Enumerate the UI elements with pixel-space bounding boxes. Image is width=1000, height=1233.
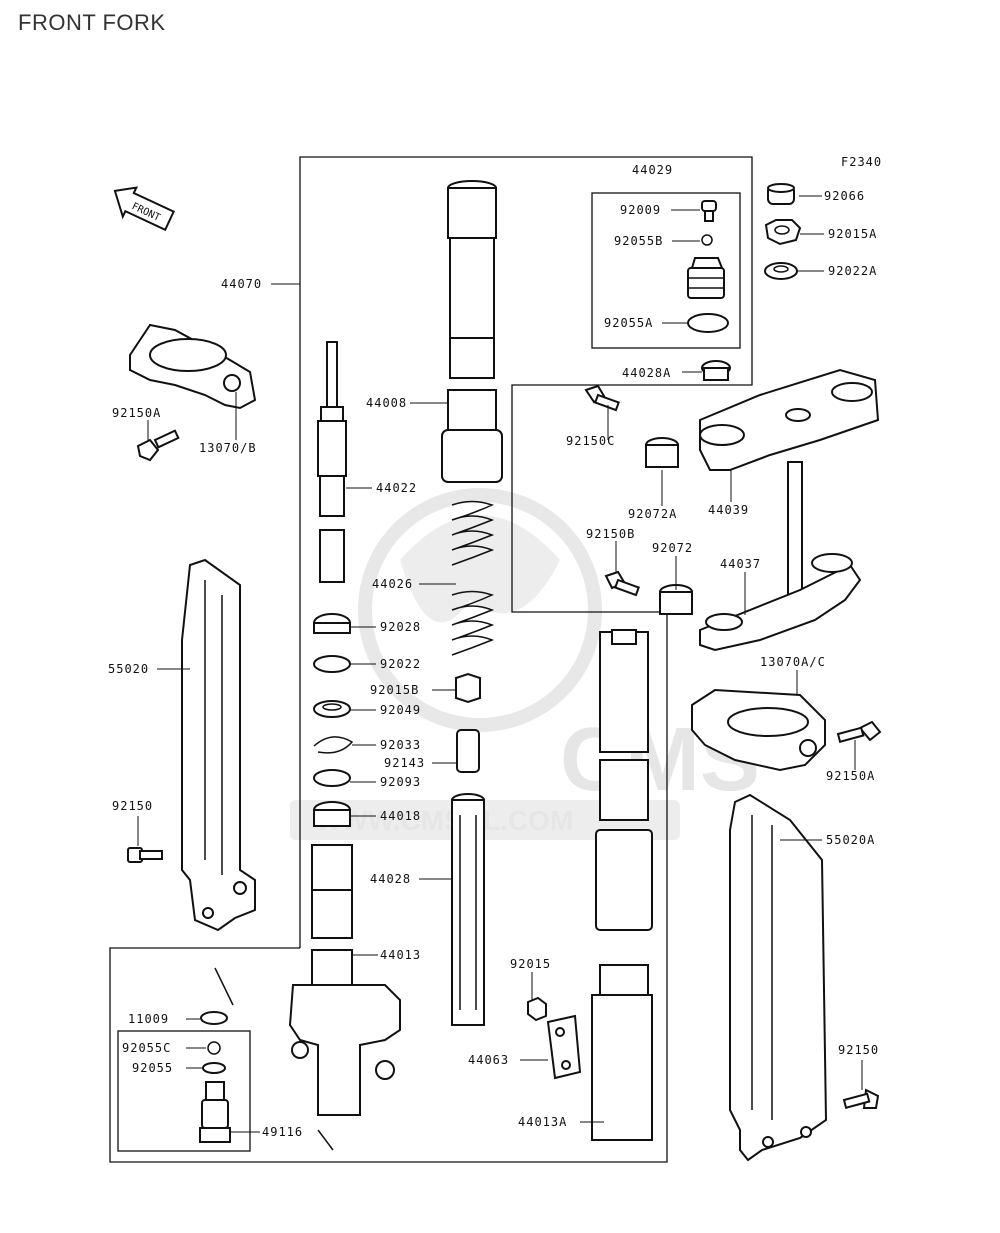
label-44026: 44026 (372, 577, 413, 591)
label-92022A: 92022A (828, 264, 877, 278)
bolt-92150-left (127, 847, 163, 863)
guard-55020 (181, 558, 256, 932)
label-44039: 44039 (708, 503, 749, 517)
label-92055: 92055 (132, 1061, 173, 1075)
nut-92015 (527, 996, 547, 1022)
bolt-92009 (701, 200, 717, 222)
label-44013A: 44013A (518, 1115, 567, 1129)
label-92022: 92022 (380, 657, 421, 671)
oring-92055C (207, 1041, 221, 1055)
label-44063: 44063 (468, 1053, 509, 1067)
oring-92055 (202, 1062, 226, 1074)
assembly-frames (109, 156, 753, 1163)
washer-11009 (200, 967, 234, 1025)
bolt-92150-right (842, 1088, 880, 1109)
label-44028A: 44028A (622, 366, 671, 380)
watermark-site: WWW.CMSNL.COM (315, 805, 573, 836)
label-44008: 44008 (366, 396, 407, 410)
label-44028: 44028 (370, 872, 411, 886)
label-92033: 92033 (380, 738, 421, 752)
nut-92015A (764, 219, 802, 246)
seal-92049 (313, 700, 351, 718)
bolt-92150A-right (836, 720, 882, 743)
collar-92143 (456, 729, 480, 773)
label-92150-left: 92150 (112, 799, 153, 813)
leader-lines (137, 195, 863, 1133)
label-92150A-left: 92150A (112, 406, 161, 420)
label-92072: 92072 (652, 541, 693, 555)
outer-tube-44013A (591, 629, 653, 1141)
label-44037: 44037 (720, 557, 761, 571)
label-92055A: 92055A (604, 316, 653, 330)
label-92015: 92015 (510, 957, 551, 971)
label-92028: 92028 (380, 620, 421, 634)
label-49116: 49116 (262, 1125, 303, 1139)
label-55020: 55020 (108, 662, 149, 676)
label-44029: 44029 (632, 163, 673, 177)
clamp-44063 (546, 1014, 582, 1080)
guard-55020A (729, 793, 828, 1162)
collar-92072A (645, 437, 679, 468)
outer-tube-44013 (288, 844, 401, 1116)
bushing-44018 (313, 801, 351, 827)
bolt-92150C (584, 384, 620, 412)
seal-44028A (701, 360, 731, 381)
label-92049: 92049 (380, 703, 421, 717)
label-92143: 92143 (384, 756, 425, 770)
rod-44022 (317, 341, 347, 583)
valve-49116 (199, 1081, 231, 1143)
label-92009: 92009 (620, 203, 661, 217)
figure-code: F2340 (841, 155, 882, 169)
label-13070B: 13070/B (199, 441, 257, 455)
lower-clamp-44037 (699, 461, 862, 652)
clamp-13070AC (691, 688, 826, 772)
upper-clamp-44039 (699, 368, 880, 471)
label-44013: 44013 (380, 948, 421, 962)
label-92066: 92066 (824, 189, 865, 203)
bolt-92150A-left (136, 429, 180, 462)
label-44070: 44070 (221, 277, 262, 291)
label-92015B: 92015B (370, 683, 419, 697)
label-44018: 44018 (380, 809, 421, 823)
label-92093: 92093 (380, 775, 421, 789)
inner-tube-44008 (441, 180, 503, 483)
label-92055C: 92055C (122, 1041, 171, 1055)
watermark: CMS WWW.CMSNL.COM (290, 488, 760, 840)
part-labels: 92066 92015A 92022A 44029 92009 92055B 9… (108, 163, 879, 1139)
clip-92033 (313, 736, 354, 754)
label-44022: 44022 (376, 481, 417, 495)
label-11009: 11009 (128, 1012, 169, 1026)
spring-44026 (451, 500, 495, 656)
label-55020A: 55020A (826, 833, 875, 847)
label-13070AC: 13070A/C (760, 655, 826, 669)
part-drawings (127, 180, 882, 1162)
bolt-92150B (604, 570, 640, 597)
nut-92015B (455, 672, 481, 704)
oring-92055A (687, 313, 729, 333)
label-92072A: 92072A (628, 507, 677, 521)
cap-92066 (767, 183, 795, 205)
cap-bolt-44029 (687, 257, 725, 299)
label-92150-right: 92150 (838, 1043, 879, 1057)
cylinder-44028 (451, 793, 485, 1026)
oring-92055B (701, 234, 713, 246)
label-92015A-top: 92015A (828, 227, 877, 241)
front-arrow-icon: FRONT (113, 186, 175, 232)
label-92150A-right: 92150A (826, 769, 875, 783)
label-92150C: 92150C (566, 434, 615, 448)
page-title: FRONT FORK (18, 10, 166, 35)
seal-92093 (313, 769, 351, 787)
clamp-13070B (129, 323, 257, 410)
label-92150B: 92150B (586, 527, 635, 541)
ring-92022 (313, 655, 351, 673)
label-92055B: 92055B (614, 234, 663, 248)
